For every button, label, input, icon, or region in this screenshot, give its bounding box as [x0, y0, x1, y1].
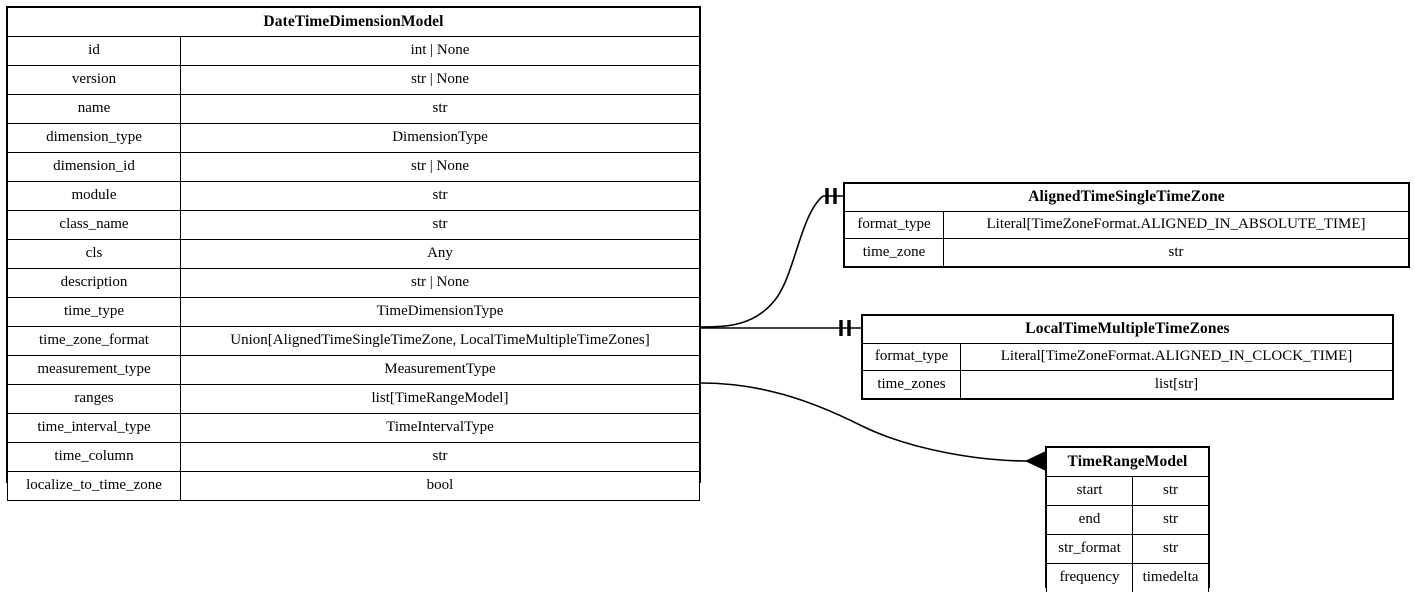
edge-time-zone-format-to-local-time-multiple-time-zones [701, 320, 861, 336]
field-name: end [1046, 505, 1133, 535]
field-type: str [1132, 476, 1209, 506]
field-type: TimeIntervalType [180, 413, 700, 443]
field-type: Union[AlignedTimeSingleTimeZone, LocalTi… [180, 326, 700, 356]
field-type: Any [180, 239, 700, 269]
field-name: id [7, 36, 181, 66]
field-name: measurement_type [7, 355, 181, 385]
entity-header-row: DateTimeDimensionModel [7, 7, 700, 37]
entity-title: AlignedTimeSingleTimeZone [844, 183, 1409, 212]
field-type: str [180, 442, 700, 472]
field-name: dimension_id [7, 152, 181, 182]
entity-header-row: TimeRangeModel [1046, 447, 1209, 477]
entity-header-row: LocalTimeMultipleTimeZones [862, 315, 1393, 344]
field-type: str [180, 181, 700, 211]
field-type: int | None [180, 36, 700, 66]
field-name: time_type [7, 297, 181, 327]
field-type: Literal[TimeZoneFormat.ALIGNED_IN_ABSOLU… [943, 210, 1409, 240]
field-name: name [7, 94, 181, 124]
field-name: cls [7, 239, 181, 269]
field-name: version [7, 65, 181, 95]
field-type: MeasurementType [180, 355, 700, 385]
entity-title: DateTimeDimensionModel [7, 7, 700, 37]
field-name: dimension_type [7, 123, 181, 153]
field-name: class_name [7, 210, 181, 240]
field-type: list[TimeRangeModel] [180, 384, 700, 414]
field-type: str | None [180, 152, 700, 182]
field-name: time_interval_type [7, 413, 181, 443]
field-type: str [180, 210, 700, 240]
field-name: time_zones [862, 370, 961, 399]
field-type: str | None [180, 65, 700, 95]
field-name: module [7, 181, 181, 211]
field-name: frequency [1046, 563, 1133, 592]
field-type: str [1132, 505, 1209, 535]
field-name: ranges [7, 384, 181, 414]
field-type: DimensionType [180, 123, 700, 153]
field-type: str | None [180, 268, 700, 298]
field-name: format_type [862, 342, 961, 372]
field-name: time_zone [844, 238, 944, 267]
field-name: start [1046, 476, 1133, 506]
field-type: bool [180, 471, 700, 501]
field-name: str_format [1046, 534, 1133, 564]
entity-title: TimeRangeModel [1046, 447, 1209, 477]
field-type: list[str] [960, 370, 1393, 399]
field-type: timedelta [1132, 563, 1209, 592]
cardinality-many-crows-foot-icon [1024, 451, 1046, 471]
field-type: str [1132, 534, 1209, 564]
cardinality-exactly-one-icon [839, 320, 851, 336]
entity-title: LocalTimeMultipleTimeZones [862, 315, 1393, 344]
field-name: time_column [7, 442, 181, 472]
entity-header-row: AlignedTimeSingleTimeZone [844, 183, 1409, 212]
field-name: description [7, 268, 181, 298]
field-type: str [943, 238, 1409, 267]
field-name: localize_to_time_zone [7, 471, 181, 501]
edge-time-zone-format-to-aligned-time-single-time-zone [700, 188, 843, 328]
field-name: time_zone_format [7, 326, 181, 356]
field-type: str [180, 94, 700, 124]
field-type: TimeDimensionType [180, 297, 700, 327]
field-name: format_type [844, 210, 944, 240]
field-type: Literal[TimeZoneFormat.ALIGNED_IN_CLOCK_… [960, 342, 1393, 372]
cardinality-exactly-one-icon [825, 188, 837, 204]
